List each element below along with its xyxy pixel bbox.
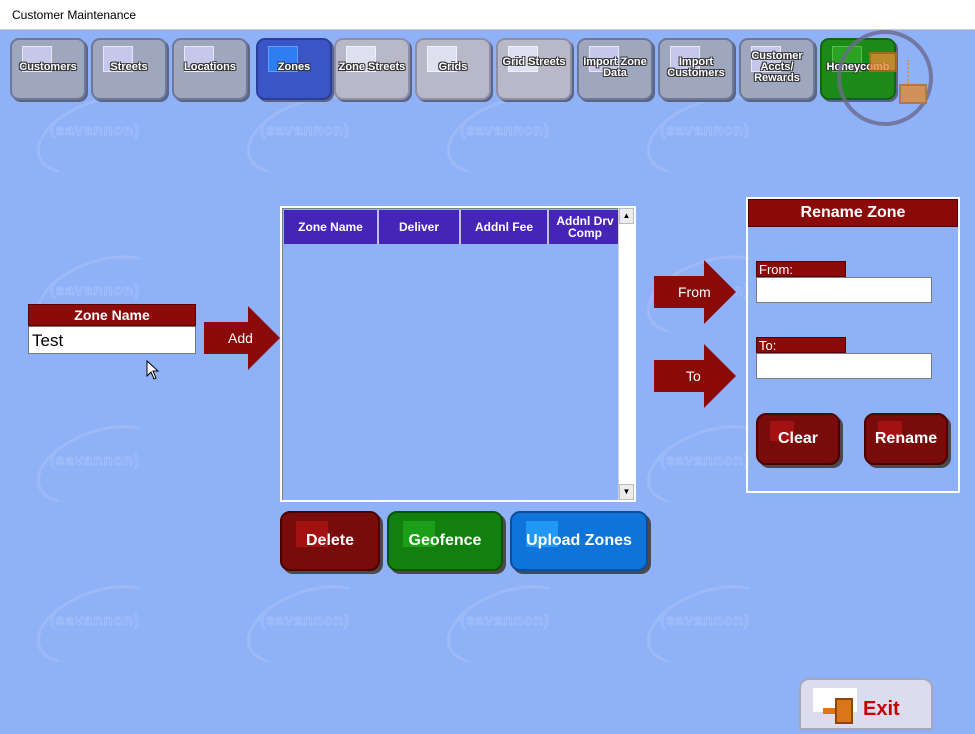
tab-grid-streets[interactable]: Grid Streets xyxy=(496,38,572,100)
to-input[interactable] xyxy=(756,353,932,379)
window-titlebar: Customer Maintenance xyxy=(0,0,975,30)
grid-header-row: Zone Name Deliver Addnl Fee Addnl Drv Co… xyxy=(284,210,623,244)
watermark: (savannon) xyxy=(635,79,794,191)
watermark: (savannon) xyxy=(25,569,184,681)
to-label: To: xyxy=(756,337,846,353)
exit-door-icon xyxy=(823,698,853,724)
tab-import-customers[interactable]: Import Customers xyxy=(658,38,734,100)
from-input[interactable] xyxy=(756,277,932,303)
from-arrow-button[interactable]: From xyxy=(654,260,738,324)
tab-customer-accts-rewards[interactable]: Customer Accts/ Rewards xyxy=(739,38,815,100)
tab-grids[interactable]: Grids xyxy=(415,38,491,100)
watermark: (savannon) xyxy=(25,409,184,521)
zone-name-value: Test xyxy=(32,331,64,350)
geofence-button[interactable]: Geofence xyxy=(387,511,503,571)
watermark: (savannon) xyxy=(235,79,394,191)
tab-locations[interactable]: Locations xyxy=(172,38,248,100)
from-label: From: xyxy=(756,261,846,277)
grid-col-addnl-fee[interactable]: Addnl Fee xyxy=(461,210,549,244)
watermark: (savannon) xyxy=(635,569,794,681)
clear-button[interactable]: Clear xyxy=(756,413,840,465)
watermark: (savannon) xyxy=(635,409,794,521)
watermark: (savannon) xyxy=(25,79,184,191)
zone-name-input[interactable]: Test xyxy=(28,326,196,354)
watermark: (savannon) xyxy=(435,569,594,681)
grid-col-zone-name[interactable]: Zone Name xyxy=(284,210,379,244)
rename-button[interactable]: Rename xyxy=(864,413,948,465)
window-title: Customer Maintenance xyxy=(12,8,137,22)
grid-scrollbar[interactable]: ▲ ▼ xyxy=(618,208,634,500)
delete-button[interactable]: Delete xyxy=(280,511,380,571)
tab-customers[interactable]: Customers xyxy=(10,38,86,100)
zones-grid[interactable]: Zone Name Deliver Addnl Fee Addnl Drv Co… xyxy=(280,206,636,502)
watermark: (savannon) xyxy=(435,79,594,191)
to-arrow-button[interactable]: To xyxy=(654,344,738,408)
grid-col-addnl-drv-comp[interactable]: Addnl Drv Comp xyxy=(549,210,623,244)
tab-import-zone-data[interactable]: Import Zone Data xyxy=(577,38,653,100)
exit-button[interactable]: Exit xyxy=(799,678,933,730)
tab-streets[interactable]: Streets xyxy=(91,38,167,100)
network-logo-icon xyxy=(837,30,933,126)
rename-zone-panel: Rename Zone From: To: Clear Rename xyxy=(746,197,960,493)
mouse-cursor-icon xyxy=(146,360,160,380)
tab-zone-streets[interactable]: Zone Streets xyxy=(334,38,410,100)
scroll-up-icon[interactable]: ▲ xyxy=(619,208,634,224)
upload-zones-button[interactable]: Upload Zones xyxy=(510,511,648,571)
watermark: (savannon) xyxy=(235,569,394,681)
scroll-down-icon[interactable]: ▼ xyxy=(619,484,634,500)
rename-zone-title: Rename Zone xyxy=(748,199,958,227)
zone-name-label: Zone Name xyxy=(28,304,196,326)
main-panel: (savannon) (savannon) (savannon) (savann… xyxy=(4,30,971,730)
add-arrow-button[interactable]: Add xyxy=(204,306,280,370)
watermark: (savannon) xyxy=(25,239,184,351)
grid-col-deliver[interactable]: Deliver xyxy=(379,210,461,244)
tab-zones[interactable]: Zones xyxy=(256,38,332,100)
